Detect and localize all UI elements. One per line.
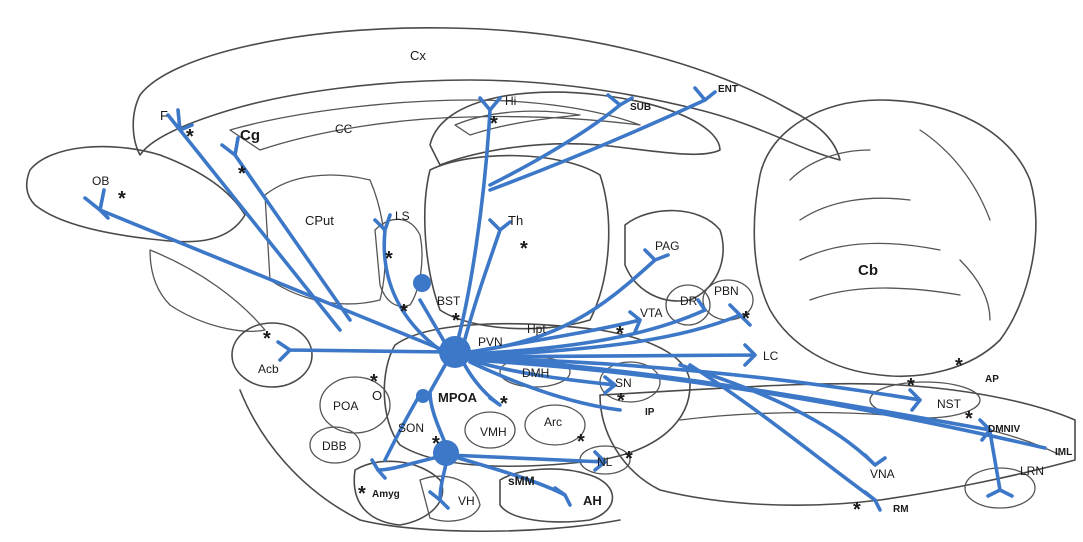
asterisk: * [625, 448, 633, 470]
label-ip: IP [645, 407, 655, 418]
label-arc: Arc [544, 415, 562, 429]
label-rm: RM [893, 504, 909, 515]
asterisk: * [853, 499, 861, 521]
asterisk: * [616, 323, 624, 345]
asterisk: * [965, 408, 973, 430]
label-ah: AH [583, 493, 602, 508]
label-lc: LC [763, 349, 779, 363]
asterisk: * [500, 393, 508, 415]
label-cput: CPut [305, 213, 334, 228]
label-vta: VTA [640, 306, 662, 320]
asterisk: * [490, 113, 498, 135]
label-dmniv: DMNIV [988, 424, 1021, 435]
label-dbb: DBB [322, 439, 347, 453]
label-ent: ENT [718, 84, 738, 95]
asterisk: * [385, 248, 393, 270]
asterisk: * [452, 310, 460, 332]
label-cg: Cg [240, 127, 260, 144]
label-smm: sMM [508, 474, 535, 488]
asterisk: * [118, 188, 126, 210]
label-vna: VNA [870, 467, 895, 481]
label-cb: Cb [858, 262, 878, 279]
label-poa: POA [333, 399, 358, 413]
label-hpt: Hpt [527, 322, 546, 336]
label-sub: SUB [630, 102, 651, 113]
asterisk: * [907, 375, 915, 397]
asterisk: * [520, 238, 528, 260]
label-amyg: Amyg [372, 489, 400, 500]
label-dr: DR [680, 294, 698, 308]
label-nst: NST [937, 397, 962, 411]
cerebellum-outline [754, 100, 1036, 376]
hippocampus-outline [430, 92, 720, 165]
label-cc: CC [335, 122, 353, 136]
label-hi: Hi [505, 94, 516, 108]
acb-outline [232, 323, 312, 387]
asterisk: * [432, 433, 440, 455]
asterisk: * [742, 308, 750, 330]
label-pvn: PVN [478, 335, 503, 349]
asterisk: * [238, 163, 246, 185]
mpoa-nucleus [416, 389, 430, 403]
label-pbn: PBN [714, 284, 739, 298]
projection-ent [490, 88, 715, 190]
label-ls: LS [395, 209, 410, 223]
asterisk: * [186, 126, 194, 148]
label-vmh: VMH [480, 425, 507, 439]
asterisk: * [358, 483, 366, 505]
asterisk: * [955, 355, 963, 377]
label-iml: IML [1055, 447, 1072, 458]
asterisk: * [263, 328, 271, 350]
cerebellum-folia [790, 130, 990, 320]
asterisk: * [577, 431, 585, 453]
label-acb: Acb [258, 362, 279, 376]
label-ap: AP [985, 374, 999, 385]
label-lrn: LRN [1020, 464, 1044, 478]
pvn-nucleus [439, 336, 471, 368]
label-son: SON [398, 421, 424, 435]
label-pag: PAG [655, 239, 679, 253]
label-nl: NL [597, 455, 613, 469]
label-mpoa: MPOA [438, 390, 478, 405]
frontal-region-outline [150, 250, 265, 331]
olfactory-bulb-outline [27, 147, 245, 242]
label-bst: BST [437, 294, 461, 308]
corpus-callosum-outline [230, 100, 640, 150]
projection-acb [278, 342, 448, 360]
bst-nucleus [413, 274, 431, 292]
asterisk: * [400, 301, 408, 323]
label-f: F [160, 108, 168, 123]
label-vh: VH [458, 494, 475, 508]
label-ob: OB [92, 174, 109, 188]
label-dmh: DMH [522, 366, 549, 380]
label-th: Th [508, 213, 523, 228]
asterisk: * [370, 371, 378, 393]
hippocampus-inner [455, 111, 580, 135]
projection-lines [85, 88, 1045, 510]
projection-lrn [988, 432, 1012, 496]
label-sn: SN [615, 376, 632, 390]
label-cx: Cx [410, 48, 426, 63]
brain-outlines [27, 28, 1075, 531]
asterisk: * [617, 390, 625, 412]
